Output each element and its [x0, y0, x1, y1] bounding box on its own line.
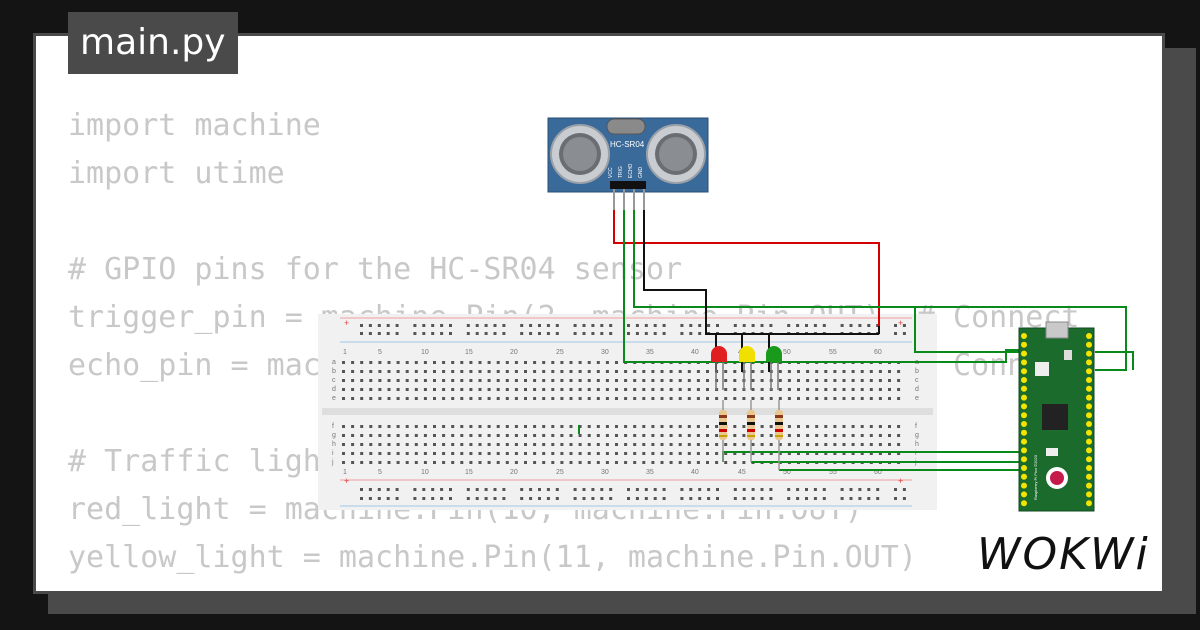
row-letter: a — [332, 359, 336, 366]
column-number: 10 — [421, 349, 429, 356]
wire-gnd-black — [643, 210, 879, 335]
row-letter: c — [915, 377, 919, 384]
row-letter: e — [332, 395, 336, 402]
sensor-label: HC-SR04 — [610, 140, 645, 149]
wire-trig-green — [623, 210, 1020, 363]
code-line: green_light = machine.Pin(12, machine.Pi… — [68, 582, 1079, 591]
row-letter: d — [915, 386, 919, 393]
breadboard-holes — [342, 324, 906, 500]
column-number: 25 — [556, 349, 564, 356]
sensor-pin-label: GND — [638, 167, 644, 179]
row-letter: h — [915, 441, 919, 448]
column-number: 1 — [343, 469, 347, 476]
wires — [613, 210, 1134, 471]
svg-text:+: + — [344, 476, 349, 486]
wire-right-loop — [1095, 351, 1134, 370]
column-number: 5 — [378, 349, 382, 356]
column-number: 55 — [829, 349, 837, 356]
sensor-pin-label: ECHO — [628, 163, 634, 178]
wokwi-logo: WOKWi — [977, 529, 1150, 580]
wokwi-logo-text: WOKWi — [977, 529, 1150, 580]
column-number: 15 — [465, 469, 473, 476]
column-number: 40 — [691, 469, 699, 476]
led-green[interactable] — [766, 346, 782, 390]
column-number: 15 — [465, 349, 473, 356]
code-line: # GPIO pins for the HC-SR04 sensor — [68, 252, 683, 287]
row-letter: e — [915, 395, 919, 402]
breadboard: + + + + 1 5 10 15 20 25 30 35 40 45 50 5… — [318, 314, 937, 510]
row-letter: d — [332, 386, 336, 393]
row-letter: b — [332, 368, 336, 375]
column-number: 50 — [783, 349, 791, 356]
wire-vcc-red — [613, 210, 880, 326]
row-letter: i — [915, 450, 917, 457]
column-number: 25 — [556, 469, 564, 476]
file-tab[interactable]: main.py — [68, 12, 238, 74]
column-number: 20 — [510, 349, 518, 356]
raspberry-pi-pico[interactable]: Raspberry Pi Pico ©2020 — [1018, 321, 1095, 512]
code-line: import utime — [68, 156, 285, 191]
column-number: 60 — [874, 349, 882, 356]
row-letter: h — [332, 441, 336, 448]
pico-pins — [1021, 333, 1092, 507]
row-letter: j — [331, 459, 334, 466]
row-letter: f — [915, 423, 917, 430]
row-letter: c — [332, 377, 336, 384]
column-number: 10 — [421, 469, 429, 476]
row-letter: f — [332, 423, 334, 430]
column-number: 55 — [829, 469, 837, 476]
led-yellow[interactable] — [739, 346, 755, 390]
sensor-pin-label: VCC — [608, 167, 614, 178]
row-letter: g — [915, 432, 919, 439]
column-number: 35 — [646, 349, 654, 356]
breadboard-column-numbers-bottom: 1 5 10 15 20 25 30 35 40 45 50 55 60 — [343, 469, 882, 476]
column-number: 50 — [783, 469, 791, 476]
column-number: 60 — [874, 469, 882, 476]
column-number: 35 — [646, 469, 654, 476]
sensor-pin-label: TRIG — [618, 166, 624, 178]
column-number: 30 — [601, 349, 609, 356]
pico-label: Raspberry Pi Pico ©2020 — [1033, 454, 1038, 500]
column-number: 40 — [691, 349, 699, 356]
column-number: 45 — [738, 469, 746, 476]
hc-sr04-sensor[interactable]: HC-SR04 VCC TRIG ECHO GND — [547, 117, 709, 212]
column-number: 1 — [343, 349, 347, 356]
column-number: 20 — [510, 469, 518, 476]
svg-text:+: + — [898, 318, 903, 328]
wire-top-loop — [890, 306, 1127, 371]
code-line: import machine — [68, 108, 321, 143]
row-letter: b — [915, 368, 919, 375]
resistors[interactable] — [719, 400, 783, 470]
svg-text:+: + — [898, 476, 903, 486]
row-letter: i — [332, 450, 334, 457]
led-red[interactable] — [711, 346, 727, 390]
svg-text:+: + — [344, 318, 349, 328]
row-letter: g — [332, 432, 336, 439]
column-number: 5 — [378, 469, 382, 476]
column-number: 30 — [601, 469, 609, 476]
code-line: yellow_light = machine.Pin(11, machine.P… — [68, 540, 917, 575]
